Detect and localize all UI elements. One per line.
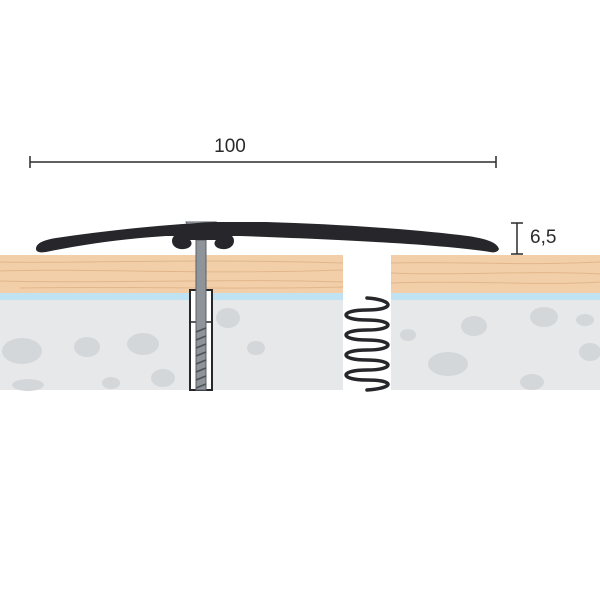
wood-floor-left [0, 255, 344, 293]
concrete-subfloor [0, 299, 600, 391]
wood-floor-right [390, 255, 600, 293]
expansion-gap [343, 255, 391, 392]
width-dimension: 100 [29, 136, 497, 168]
underlay-layer [0, 293, 600, 300]
height-dimension-label: 6,5 [530, 227, 556, 248]
transition-profile [36, 222, 499, 253]
height-dimension: 6,5 [511, 222, 556, 255]
width-dimension-label: 100 [214, 136, 246, 157]
foam-spring-icon [344, 296, 390, 392]
